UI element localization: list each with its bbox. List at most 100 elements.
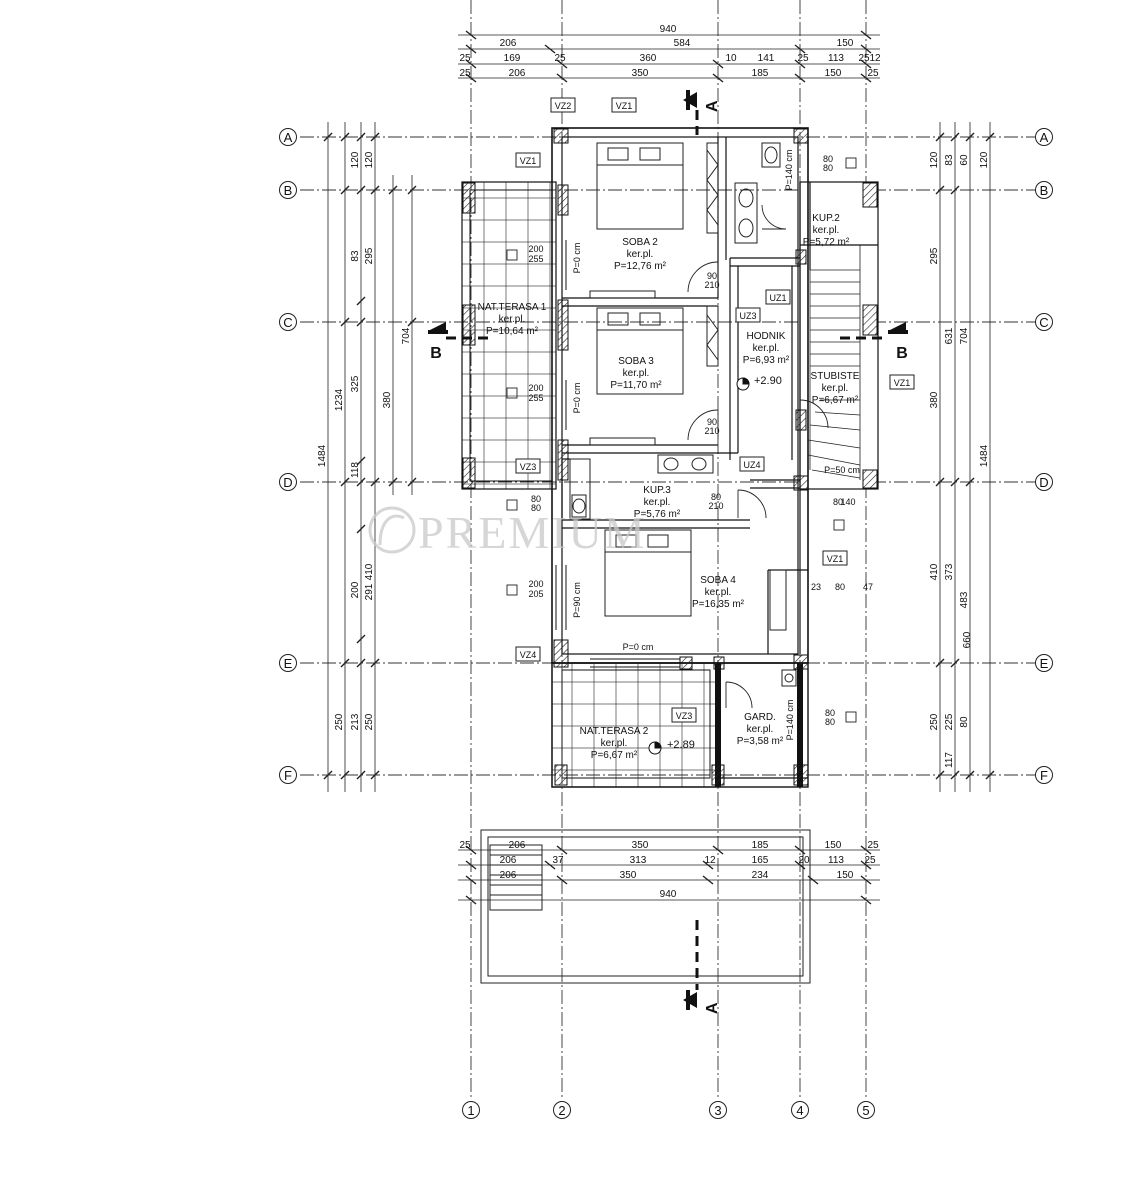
dim-bot-2e: 165 (752, 855, 769, 866)
dim-bot-3a: 206 (500, 870, 517, 881)
dim-right-c2-e: 117 (944, 752, 955, 768)
dim-bot-1a: 25 (459, 840, 471, 851)
dim-right-c4-a: 120 (979, 151, 990, 168)
tag-uz3: UZ3 (739, 311, 756, 321)
room-stubiste-name: STUBISTE (811, 371, 860, 382)
open-80g: 80 (711, 492, 721, 502)
dim-left-c3-a: 120 (350, 151, 361, 168)
axis-row-c-left: C (283, 315, 292, 330)
top-dimension-ticks (465, 30, 872, 83)
dim-left-outer: 1484 (317, 444, 328, 467)
open-stair-80: 80 (835, 582, 845, 592)
section-b-label-left: B (430, 345, 442, 362)
axis-col-5: 5 (862, 1103, 869, 1118)
section-a-label-top: A (704, 100, 721, 112)
room-soba4-floor: ker.pl. (705, 587, 732, 598)
axis-col-3: 3 (714, 1103, 721, 1118)
axis-row-c-right: C (1039, 315, 1048, 330)
axis-row-b-left: B (284, 183, 293, 198)
room-soba4-area: P=16,35 m² (692, 599, 745, 610)
open-p0-3: P=0 cm (623, 642, 654, 652)
dim-bot-overall: 940 (660, 889, 677, 900)
dim-top-2i: 25 (858, 53, 870, 64)
axis-row-e-right: E (1040, 656, 1049, 671)
dim-top-3c: 350 (632, 68, 649, 79)
room-stubiste-area: P=6,67 m² (812, 395, 859, 406)
open-p50: P=50 cm (824, 465, 860, 475)
dim-top-2e: 10 (725, 53, 737, 64)
axis-row-e-left: E (284, 656, 293, 671)
tag-vz1-lower: VZ1 (827, 554, 844, 564)
dim-bot-2a: 206 (500, 855, 517, 866)
dim-right-c3-a: 60 (959, 154, 970, 166)
dim-left-c3-b: 295 (364, 247, 375, 264)
section-b-bar-right (888, 330, 908, 334)
dim-top-1a: 206 (500, 38, 517, 49)
dim-right-c1-a: 120 (929, 151, 940, 168)
open-80d: 80 (823, 163, 833, 173)
open-205c: 205 (528, 589, 543, 599)
dim-left-c3-c: 704 (401, 327, 412, 344)
windows (555, 240, 680, 668)
room-gard-area: P=3,58 m² (737, 736, 784, 747)
open-80e: 80 (825, 708, 835, 718)
tag-vz2: VZ2 (555, 101, 572, 111)
room-soba2-floor: ker.pl. (627, 249, 654, 260)
dim-bot-2c: 313 (630, 855, 647, 866)
dim-bot-1c: 350 (632, 840, 649, 851)
axis-row-a-left: A (284, 130, 293, 145)
dim-right-c1-d: 410 (929, 563, 940, 580)
dim-bot-2h: 25 (864, 855, 876, 866)
dim-top-3d: 185 (752, 68, 769, 79)
dim-top-2b: 169 (504, 53, 521, 64)
room-kup3-floor: ker.pl. (644, 497, 671, 508)
dim-top-2a: 25 (459, 53, 471, 64)
level-marker-icons (648, 377, 750, 755)
axis-col-2: 2 (558, 1103, 565, 1118)
watermark: PREMIUM (368, 506, 645, 558)
tag-vz4: VZ4 (520, 650, 537, 660)
dim-right-c2-c: 373 (944, 563, 955, 580)
open-stair-47: 47 (863, 582, 873, 592)
level-hodnik: +2.90 (754, 375, 782, 387)
axis-col-4: 4 (796, 1103, 803, 1118)
dim-right-outer: 1484 (979, 444, 990, 467)
tag-vz3-left: VZ3 (520, 462, 537, 472)
wardrobes (706, 142, 787, 631)
dim-bot-2g: 113 (828, 855, 844, 866)
tag-vz3-bottom: VZ3 (676, 711, 693, 721)
terrace-2-inner (561, 669, 711, 779)
dim-top-2d: 360 (640, 53, 657, 64)
dim-bot-2f: 20 (798, 855, 810, 866)
outer-walls-inner (561, 136, 799, 655)
section-b-label-right: B (896, 345, 908, 362)
dim-top-3b: 206 (509, 68, 526, 79)
dim-bot-2b: 37 (552, 855, 564, 866)
section-b-bar-left (428, 330, 448, 334)
axis-row-a-right: A (1040, 130, 1049, 145)
dim-bot-1d: 185 (752, 840, 769, 851)
section-b-arrow-right (890, 322, 906, 330)
dim-left-c4-g: 213 (350, 713, 361, 730)
open-80-140a: 80 (833, 497, 843, 507)
room-gard-floor: ker.pl. (747, 724, 774, 735)
dim-top-2j: 12 (869, 53, 881, 64)
door-swings (687, 204, 829, 709)
room-kup3-area: P=5,76 m² (634, 509, 681, 520)
dim-left-c4-a: 120 (364, 151, 375, 168)
section-a-label-bottom: A (704, 1002, 721, 1014)
dim-left-c3-d: 380 (382, 391, 393, 408)
open-p140-1: P=140 cm (784, 150, 794, 191)
dim-right-c2-a: 83 (944, 154, 955, 166)
dim-top-3a: 25 (459, 68, 471, 79)
dim-top-2g: 25 (797, 53, 809, 64)
beds (589, 142, 692, 617)
room-gard-name: GARD. (744, 712, 776, 723)
room-terasa1-name: NAT.TERASA 1 (478, 302, 547, 313)
open-80f: 80 (825, 717, 835, 727)
section-a-bar-bottom (686, 990, 690, 1010)
open-80c: 80 (823, 154, 833, 164)
dim-left-c4-b: 83 (350, 250, 361, 262)
open-200b: 200 (528, 383, 543, 393)
